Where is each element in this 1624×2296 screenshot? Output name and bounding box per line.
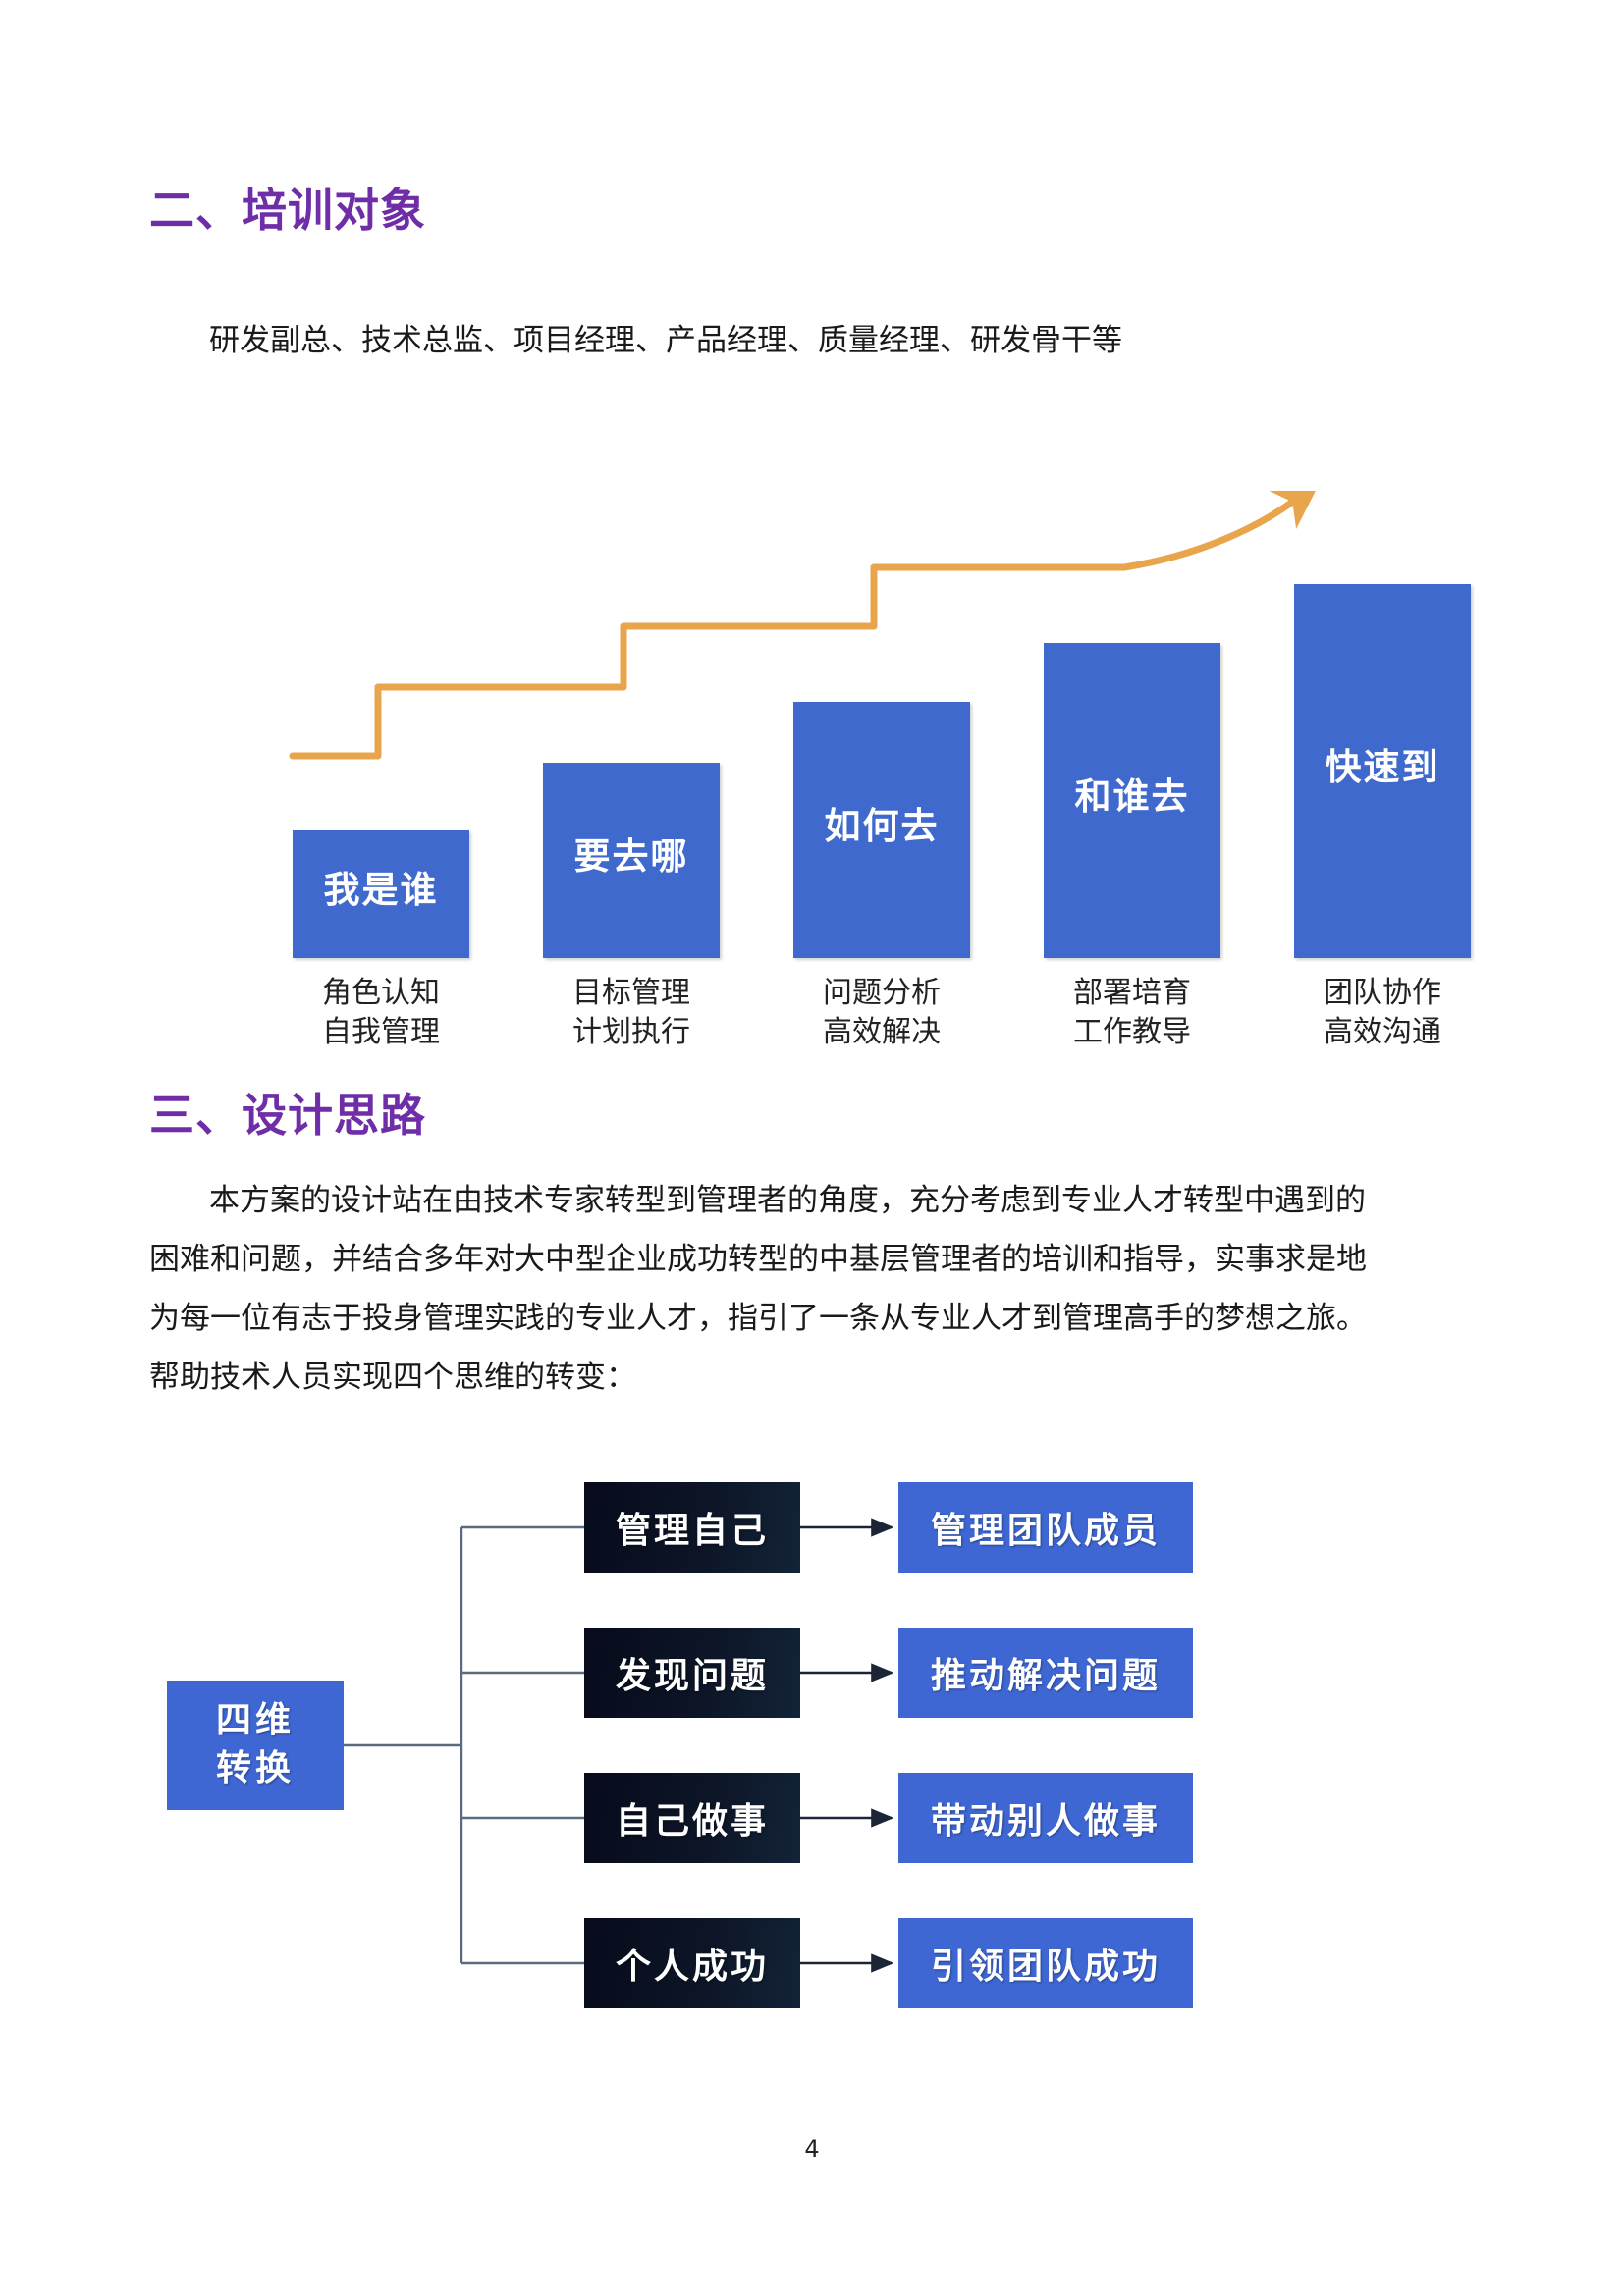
diagram-to-box-1-label: 管理团队成员 — [930, 1511, 1161, 1551]
stair-caption-1: 角色认知 自我管理 — [277, 974, 485, 1052]
stair-caption-1-line2: 自我管理 — [322, 1014, 440, 1049]
diagram-to-box-2-label: 推动解决问题 — [930, 1656, 1161, 1696]
diagram-to-box-4: 引领团队成功 — [898, 1918, 1193, 2008]
diagram-from-box-1-label: 管理自己 — [615, 1511, 769, 1551]
design-paragraph-line-4: 帮助技术人员实现四个思维的转变： — [149, 1360, 636, 1395]
stair-bar-3: 如何去 — [793, 702, 970, 958]
four-dimension-transformation-diagram: 四维 转换 管理自己 管理团队成员 发现问题 推动解决问题 自己做事 带动别人做… — [167, 1433, 1473, 2042]
stair-caption-3: 问题分析 高效解决 — [778, 974, 986, 1052]
stair-bar-5-label: 快速到 — [1325, 745, 1440, 788]
stair-caption-4-line2: 工作教导 — [1073, 1014, 1191, 1049]
design-paragraph-line-1: 本方案的设计站在由技术专家转型到管理者的角度，充分考虑到专业人才转型中遇到的 — [209, 1183, 1366, 1218]
diagram-root-line2: 转换 — [215, 1748, 295, 1789]
diagram-from-box-4-label: 个人成功 — [615, 1947, 769, 1987]
stair-bar-5: 快速到 — [1294, 584, 1471, 958]
stair-bar-1-label: 我是谁 — [323, 869, 439, 911]
stair-bar-2-label: 要去哪 — [573, 834, 689, 878]
diagram-from-box-4: 个人成功 — [584, 1918, 800, 2008]
stair-bar-2: 要去哪 — [543, 763, 720, 958]
diagram-to-box-2: 推动解决问题 — [898, 1628, 1193, 1718]
stair-caption-5: 团队协作 高效沟通 — [1278, 974, 1487, 1052]
diagram-from-box-1: 管理自己 — [584, 1482, 800, 1573]
section-heading-training-audience: 二、培训对象 — [149, 184, 426, 237]
growth-staircase-chart: 我是谁 要去哪 如何去 和谁去 快速到 角色认知 自我管理 目标管理 计划执行 … — [285, 491, 1471, 1060]
diagram-from-box-2: 发现问题 — [584, 1628, 800, 1718]
diagram-from-box-3: 自己做事 — [584, 1773, 800, 1863]
stair-caption-3-line1: 问题分析 — [823, 976, 941, 1010]
stair-caption-4-line1: 部署培育 — [1073, 976, 1191, 1010]
stair-caption-3-line2: 高效解决 — [823, 1014, 941, 1049]
diagram-from-box-2-label: 发现问题 — [615, 1656, 769, 1696]
stair-caption-1-line1: 角色认知 — [322, 976, 440, 1010]
stair-caption-2-line1: 目标管理 — [572, 976, 690, 1010]
stair-bar-4: 和谁去 — [1044, 643, 1220, 958]
diagram-root-line1: 四维 — [215, 1700, 295, 1741]
stair-caption-2-line2: 计划执行 — [572, 1014, 690, 1049]
design-paragraph-line-3: 为每一位有志于投身管理实践的专业人才，指引了一条从专业人才到管理高手的梦想之旅。 — [149, 1301, 1367, 1336]
training-audience-text: 研发副总、技术总监、项目经理、产品经理、质量经理、研发骨干等 — [209, 323, 1122, 358]
stair-bar-4-label: 和谁去 — [1074, 774, 1190, 818]
stair-bar-3-label: 如何去 — [824, 804, 940, 847]
page-number: 4 — [804, 2135, 820, 2163]
diagram-from-box-3-label: 自己做事 — [615, 1801, 769, 1842]
section-heading-design-approach: 三、设计思路 — [149, 1089, 426, 1142]
stair-bar-1: 我是谁 — [293, 830, 469, 958]
diagram-to-box-3: 带动别人做事 — [898, 1773, 1193, 1863]
diagram-to-box-3-label: 带动别人做事 — [930, 1801, 1161, 1842]
stair-caption-4: 部署培育 工作教导 — [1028, 974, 1236, 1052]
stair-caption-2: 目标管理 计划执行 — [527, 974, 735, 1052]
diagram-to-box-1: 管理团队成员 — [898, 1482, 1193, 1573]
diagram-to-box-4-label: 引领团队成功 — [930, 1947, 1161, 1987]
stair-caption-5-line2: 高效沟通 — [1324, 1014, 1441, 1049]
staircase-trend-line — [289, 491, 1322, 760]
design-paragraph-line-2: 困难和问题，并结合多年对大中型企业成功转型的中基层管理者的培训和指导，实事求是地 — [149, 1242, 1367, 1277]
stair-caption-5-line1: 团队协作 — [1324, 976, 1441, 1010]
diagram-root-node: 四维 转换 — [167, 1681, 344, 1810]
diagram-connectors — [344, 1518, 894, 1973]
